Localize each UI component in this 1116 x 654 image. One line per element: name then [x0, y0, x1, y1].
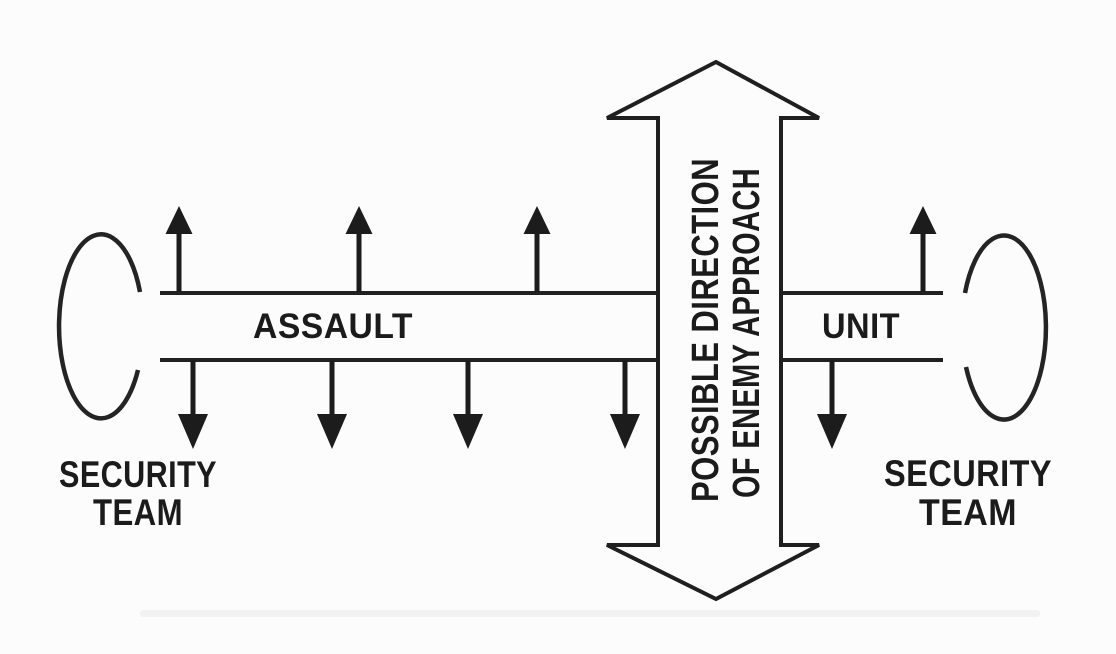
- enemy-approach-double-arrow: [606, 59, 820, 602]
- security-team-right-label-line1: SECURITY: [884, 453, 1052, 494]
- up-arrows: [165, 206, 937, 292]
- up-arrow: [909, 206, 937, 292]
- scan-artifact: [140, 610, 1040, 617]
- enemy-approach-label-line1: POSSIBLE DIRECTION: [685, 158, 727, 502]
- down-arrow: [817, 360, 847, 449]
- security-team-right-label: SECURITY TEAM: [884, 453, 1052, 533]
- unit-label: UNIT: [822, 307, 900, 346]
- security-team-right-label-line2: TEAM: [919, 492, 1017, 533]
- enemy-approach-label-line2: OF ENEMY APPROACH: [726, 168, 768, 498]
- up-arrow: [165, 206, 193, 292]
- security-team-right-ellipse: [962, 233, 1049, 422]
- down-arrows: [178, 360, 847, 449]
- assault-label: ASSAULT: [253, 307, 413, 346]
- ambush-line-band: [160, 291, 943, 362]
- up-arrow: [345, 206, 373, 292]
- down-arrow: [610, 360, 640, 449]
- up-arrow: [523, 206, 551, 292]
- down-arrow: [178, 360, 208, 449]
- security-team-left-label: SECURITY TEAM: [59, 454, 217, 533]
- enemy-approach-label: POSSIBLE DIRECTION OF ENEMY APPROACH: [685, 158, 768, 502]
- security-team-left-ellipse: [56, 232, 143, 421]
- security-team-left-label-line1: SECURITY: [59, 454, 217, 495]
- down-arrow: [453, 360, 483, 449]
- security-team-left-label-line2: TEAM: [93, 492, 183, 533]
- down-arrow: [317, 360, 347, 449]
